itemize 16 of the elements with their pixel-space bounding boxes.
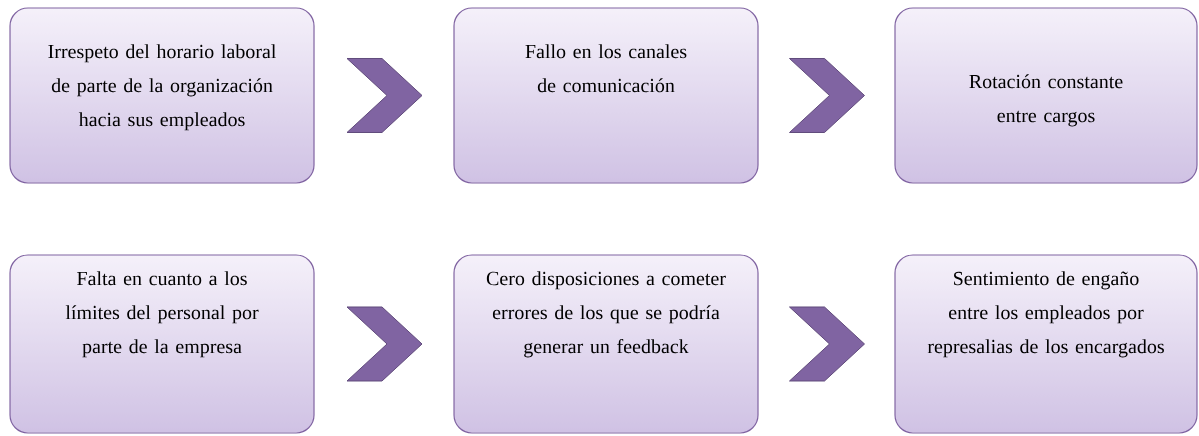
chevron-arrow (789, 58, 865, 133)
process-box (894, 7, 1198, 184)
process-box (9, 254, 315, 434)
process-box (894, 254, 1198, 434)
process-box (453, 254, 759, 434)
chevron-arrow (346, 58, 423, 133)
chevron-arrow (346, 306, 423, 382)
process-box (453, 7, 759, 184)
process-box (9, 7, 315, 184)
box-text: Falta en cuanto a los límites del personal por parte de la empresa (65, 271, 259, 358)
box-text: Fallo en los canales de comunicación (525, 44, 687, 93)
box-text: Sentimiento de engaño entre los empleados por represalias de los encargados (927, 271, 1164, 358)
box-text: Irrespeto del horario laboral de parte de la organización hacia sus empleados (48, 44, 276, 131)
box-text: Cero disposiciones a cometer errores de los que se podría generar un feedback (486, 271, 726, 358)
chevron-arrow (789, 306, 865, 382)
box-text: Rotación constante entre cargos (969, 74, 1123, 127)
